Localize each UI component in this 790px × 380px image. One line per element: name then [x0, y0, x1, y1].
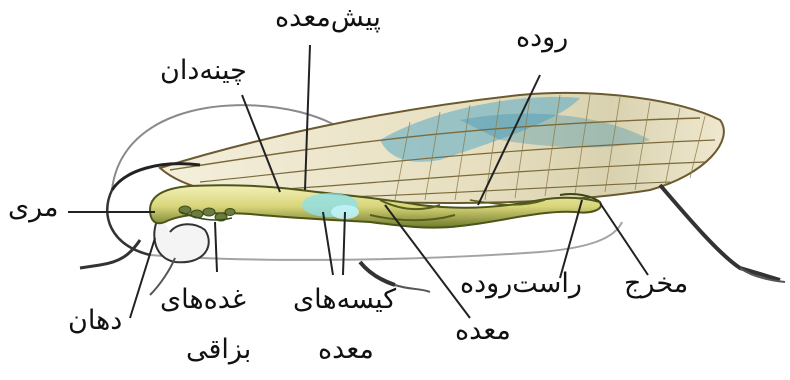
front-leg — [80, 240, 140, 268]
label-foregut: پیش‌معده — [275, 2, 381, 33]
label-gastric-line1: کیسه‌های — [293, 284, 396, 315]
label-anus: مخرج — [624, 268, 688, 299]
label-rectum: راست‌روده — [460, 268, 582, 299]
label-gastric-line2: معده — [318, 334, 374, 365]
label-salivary-line2: بزاقی — [186, 334, 251, 365]
hind-leg — [660, 185, 780, 280]
label-mouth: دهان — [68, 305, 122, 336]
pointer-anus — [600, 203, 648, 275]
label-crop: چینه‌دان — [160, 55, 247, 86]
body-ventral-outline — [150, 222, 622, 260]
label-salivary-line1: غده‌های — [160, 284, 246, 315]
label-esophagus: مری — [8, 192, 59, 223]
label-stomach: معده — [455, 315, 511, 346]
pointer-salivary — [215, 222, 217, 272]
label-intestine: روده — [516, 22, 568, 53]
pointer-gastric-a — [323, 212, 333, 275]
